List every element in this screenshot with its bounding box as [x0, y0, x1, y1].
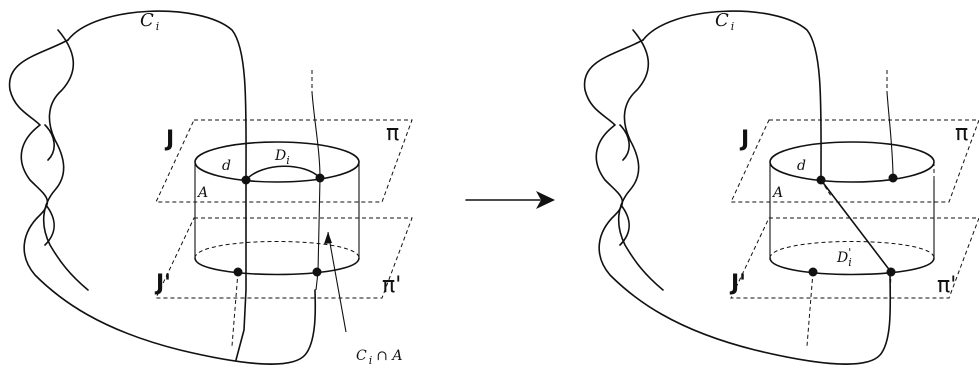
left-bottom-ellipse-back — [194, 241, 360, 259]
right-dot-4 — [886, 267, 896, 277]
left-label-pi-prime: π' — [382, 273, 401, 298]
right-label-pi-prime: π' — [937, 273, 956, 298]
left-label-pi: π — [386, 121, 399, 146]
left-disk-di-arc — [245, 165, 321, 181]
right-strand-right — [886, 91, 894, 179]
left-twist-strand-a — [8, 39, 317, 365]
right-bottom-ellipse-front — [769, 257, 935, 276]
left-label-j-prime: J' — [154, 271, 171, 296]
right-plane-pi-prime — [730, 217, 979, 299]
left-label-di: Di — [274, 148, 290, 167]
left-label-d: d — [222, 158, 231, 174]
left-twist-strand-c — [44, 124, 55, 161]
left-dot-4 — [312, 267, 322, 277]
left-label-a: A — [196, 185, 208, 201]
left-dot-2 — [315, 173, 325, 183]
right-label-j: J — [739, 127, 749, 152]
left-strand-right — [311, 91, 321, 291]
left-twist-strand-b — [42, 29, 89, 291]
right-dot-1 — [816, 175, 826, 185]
left-plane-pi-prime — [155, 217, 413, 299]
right-twist-strand-d — [619, 204, 630, 246]
left-dot-1 — [241, 175, 251, 185]
left-pointer-head — [324, 232, 332, 244]
left-plane-pi — [155, 119, 413, 203]
right-label-j-prime: J' — [729, 271, 746, 296]
right-bottom-ellipse-back — [769, 241, 935, 259]
transition-arrow — [465, 191, 555, 209]
left-strand-left-bottom-dash — [231, 271, 239, 347]
left-label-j: J — [164, 127, 174, 152]
right-twist-strand-b — [617, 29, 664, 291]
left-curve-ci — [67, 10, 247, 361]
left-twist-strand-d — [44, 204, 55, 246]
right-plane-pi — [730, 119, 979, 203]
right-label-pi: π — [955, 121, 968, 146]
right-curve-ci — [642, 10, 822, 181]
right-label-a: A — [771, 185, 783, 201]
right-top-ellipse — [769, 141, 935, 183]
right-twist-strand-c — [619, 124, 630, 161]
right-twist-strand-a — [583, 39, 892, 365]
left-pointer-line — [327, 231, 347, 333]
right-strand-right-bottom-dash — [889, 271, 892, 301]
right-diagonal-di — [820, 179, 892, 273]
right-label-di-prime: D'i — [836, 246, 852, 269]
right-label-d: d — [797, 158, 806, 174]
right-dot-3 — [808, 267, 818, 277]
right-dot-2 — [888, 173, 898, 183]
left-dot-3 — [233, 267, 243, 277]
left-bottom-ellipse-front — [194, 257, 360, 276]
right-strand-left-bottom-dash — [806, 271, 814, 347]
